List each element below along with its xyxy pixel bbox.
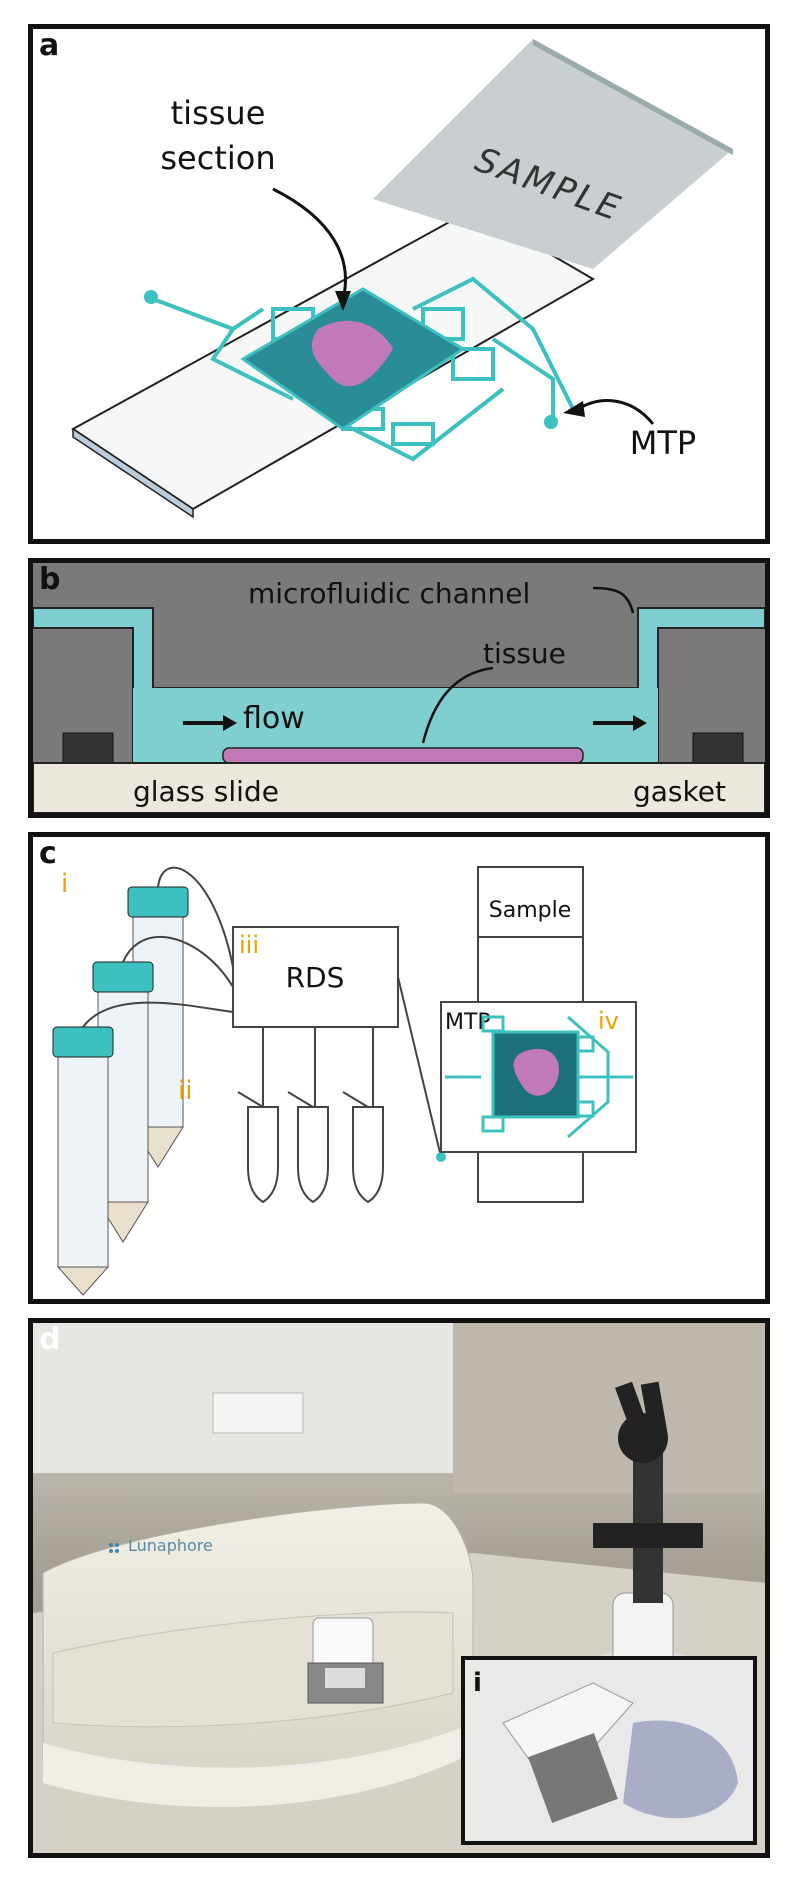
mtp-port-right <box>544 415 558 429</box>
mtp-port-left <box>144 290 158 304</box>
gasket-right <box>692 732 744 764</box>
tube-icon <box>52 1026 114 1296</box>
lunaphore-instrument: Lunaphore <box>42 1502 474 1807</box>
panel-d: d <box>28 1318 770 1858</box>
rds-label: RDS <box>286 961 345 994</box>
panel-c-schematic: RDS iii i ii Sample MTP iv <box>52 866 637 1296</box>
panel-d-photo: Lunaphore i <box>33 1323 765 1853</box>
mtp-label: MTP <box>630 424 696 462</box>
sample-label: Sample <box>489 898 572 923</box>
channel-label: microfluidic channel <box>248 577 530 610</box>
eppendorf-icon <box>237 1091 384 1204</box>
tissue-section-shape <box>311 320 393 387</box>
tissue-label-line1: tissue <box>171 94 266 132</box>
tissue-layer <box>222 747 584 764</box>
panel-a-label: a <box>39 28 60 63</box>
gasket-label: gasket <box>633 775 726 808</box>
panel-b-label: b <box>39 562 61 597</box>
flow-label: flow <box>243 701 305 736</box>
arrow-icon <box>577 399 655 425</box>
panel-c: c RDS iii i ii <box>28 832 770 1304</box>
panel-d-label: d <box>39 1322 61 1357</box>
mtp-chip <box>152 276 575 462</box>
sample-label-area <box>373 39 733 269</box>
inset-photo: i <box>461 1656 757 1845</box>
label-iv: iv <box>598 1007 619 1035</box>
label-iii: iii <box>239 931 259 959</box>
arrow-icon <box>272 187 347 300</box>
panel-a-illustration: SAMPLE tissue section MTP <box>71 39 733 519</box>
panel-b: b microfluidic channel tissue flow glass… <box>28 558 770 818</box>
panel-b-cross-section: microfluidic channel tissue flow glass s… <box>33 563 765 813</box>
label-ii: ii <box>178 1076 192 1106</box>
brand-logo-text: Lunaphore <box>128 1536 213 1555</box>
tissue-label-line2: section <box>160 139 275 177</box>
gasket-left <box>62 732 114 764</box>
inset-label: i <box>473 1668 482 1698</box>
panel-c-label: c <box>39 836 57 871</box>
label-i: i <box>61 869 68 899</box>
glass-slide-label: glass slide <box>133 775 279 808</box>
chip-icon <box>445 1015 633 1139</box>
tissue-label: tissue <box>483 637 566 670</box>
glass-slide <box>33 762 765 813</box>
panel-a: a SAMPLE tissue section <box>28 24 770 544</box>
